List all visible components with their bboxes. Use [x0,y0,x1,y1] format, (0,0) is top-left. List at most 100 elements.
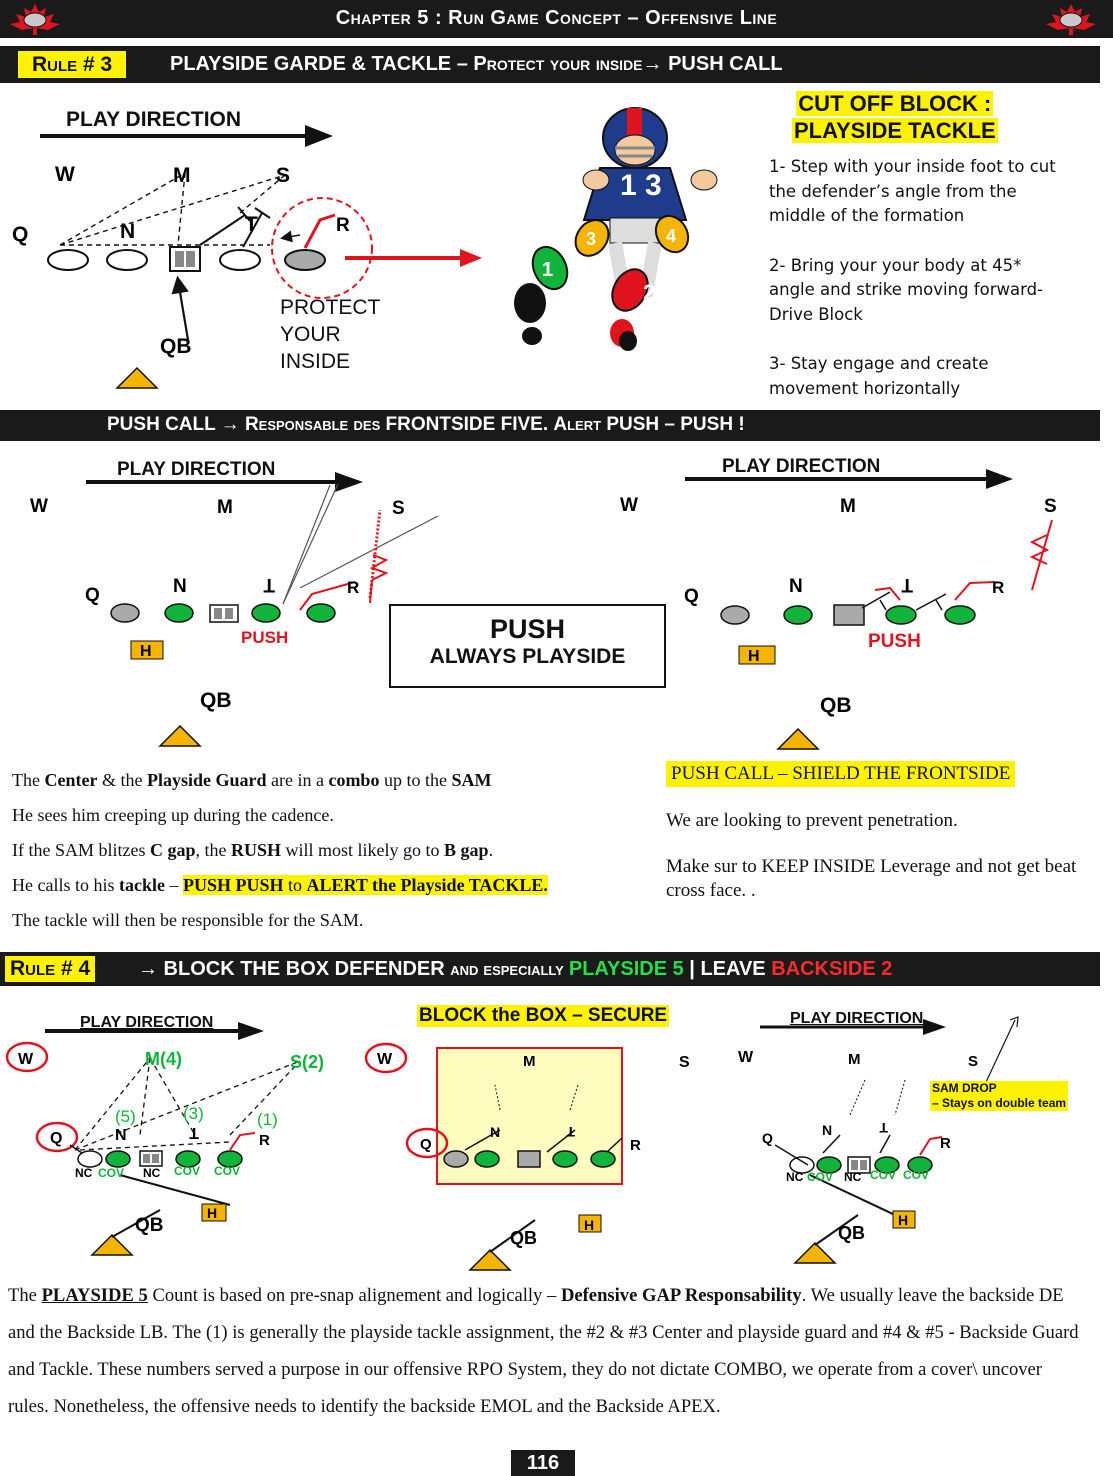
play-direction-label-left: PLAY DIRECTION [117,459,276,480]
svg-text:T: T [901,574,913,595]
svg-text:H: H [748,648,760,665]
svg-text:(3): (3) [183,1104,204,1123]
play-direction-label-r4-right: PLAY DIRECTION [790,1010,924,1027]
push-diagram-left: W M S Q N T R H PUSH QB [30,472,439,747]
svg-text:QB: QB [510,1228,537,1248]
svg-text:T: T [189,1124,199,1141]
rule4-tag: Rule # 4 [5,956,96,982]
svg-text:S: S [968,1053,978,1070]
svg-text:R: R [992,578,1004,597]
svg-text:R: R [347,578,359,597]
svg-text:(5): (5) [115,1107,136,1126]
push-diagram-right: W M S Q N T R H PUSH QB [620,469,1057,750]
svg-text:M: M [840,496,856,517]
svg-text:W: W [55,163,75,186]
rule4-diagram-middle: W M Q N T R H QB S [364,1042,690,1271]
rule4-bar: Rule # 4 → BLOCK THE BOX DEFENDER and es… [0,952,1100,986]
page-number: 116 [511,1450,575,1476]
svg-text:M: M [173,164,191,187]
svg-text:PUSH: PUSH [241,628,288,647]
svg-text:S: S [1044,496,1057,517]
svg-text:Q: Q [684,586,699,607]
svg-text:(1): (1) [257,1110,278,1129]
cutoff-block-title: CUT OFF BLOCK : PLAYSIDE TACKLE [792,91,998,143]
svg-text:NC: NC [143,1166,161,1180]
svg-text:Q: Q [420,1136,432,1153]
lineman-cartoon-icon: 1 3 1 2 3 4 [514,107,718,351]
svg-text:T: T [245,213,258,236]
ol-right-guard [219,249,261,271]
ol-left-guard [106,249,148,271]
svg-text:R: R [940,1135,951,1152]
svg-text:M: M [217,497,233,518]
svg-text:N: N [115,1127,127,1144]
svg-text:Q: Q [85,585,100,606]
shield-frontside-title: PUSH CALL – SHIELD THE FRONTSIDE [666,761,1016,787]
svg-text:R: R [336,215,350,236]
svg-text:3: 3 [586,229,596,249]
ol-center [169,246,201,272]
sam-drop-note: SAM DROP – Stays on double team [930,1081,1069,1111]
rule3-tag: Rule # 3 [18,51,127,78]
svg-text:Q: Q [12,223,28,246]
svg-text:W: W [738,1049,754,1066]
push-explanation-left: The Center & the Playside Guard are in a… [12,770,548,930]
playside5-paragraph: The PLAYSIDE 5 Count is based on pre-sna… [8,1285,1079,1417]
svg-text:M(4): M(4) [145,1049,182,1069]
svg-text:R: R [630,1137,641,1154]
chapter-header-bar: Chapter 5 : Run Game Concept – Offensive… [0,0,1113,38]
svg-text:T: T [879,1120,888,1136]
play-direction-label-right: PLAY DIRECTION [722,456,881,477]
svg-text:COV: COV [174,1164,200,1178]
svg-text:QB: QB [838,1223,865,1243]
svg-text:N: N [822,1122,832,1138]
protect-your-inside: PROTECT YOUR INSIDE [280,296,381,373]
svg-text:M: M [848,1051,861,1068]
ol-left-tackle [47,249,89,271]
svg-text:COV: COV [870,1168,896,1182]
svg-text:H: H [207,1205,217,1221]
svg-text:COV: COV [214,1164,240,1178]
play-direction-label: PLAY DIRECTION [66,108,242,131]
svg-text:1: 1 [542,259,553,281]
rule4-title: → BLOCK THE BOX DEFENDER and especially … [138,958,893,980]
svg-text:N: N [120,220,135,243]
svg-text:Q: Q [762,1130,773,1146]
rule3-diagram: W M S Q N T R QB [12,125,482,389]
svg-text:S(2): S(2) [290,1052,324,1072]
svg-text:COV: COV [98,1166,124,1180]
push-explanation-right: PUSH CALL – SHIELD THE FRONTSIDE We are … [666,761,1077,901]
svg-text:H: H [898,1212,908,1228]
push-always-playside-box: PUSH ALWAYS PLAYSIDE [389,604,666,688]
svg-text:S: S [276,164,290,187]
svg-text:N: N [490,1124,500,1140]
rule4-diagram-left: W M(4) S(2) Q (5) N (3) T (1) R NC COV N… [5,1022,324,1256]
svg-text:Q: Q [50,1130,62,1147]
instruction-3: 3- Stay engage and create movement horiz… [769,354,989,398]
svg-text:1 3: 1 3 [620,169,662,202]
cutoff-instructions: 1- Step with your inside foot to cut the… [769,155,1069,401]
svg-text:QB: QB [820,694,852,717]
push-call-bar: PUSH CALL → Responsable des FRONTSIDE FI… [0,410,1100,441]
svg-text:S: S [679,1054,690,1071]
svg-text:R: R [259,1132,270,1149]
svg-text:N: N [789,576,803,597]
instruction-2: 2- Bring your your body at 45* angle and… [769,255,1044,324]
rule3-title: PLAYSIDE GARDE & TACKLE – Protect your i… [170,53,783,75]
svg-text:COV: COV [807,1170,833,1184]
svg-text:2: 2 [643,280,655,305]
svg-text:W: W [620,495,638,516]
svg-text:NC: NC [844,1170,862,1184]
chapter-title: Chapter 5 : Run Game Concept – Offensive… [335,7,778,29]
play-direction-label-r4-left: PLAY DIRECTION [80,1014,214,1031]
svg-text:PUSH: PUSH [868,631,921,652]
svg-text:W: W [18,1051,34,1068]
rule3-bar: Rule # 3 PLAYSIDE GARDE & TACKLE – Prote… [0,46,1100,83]
svg-text:T: T [263,574,275,595]
block-the-box-header: BLOCK the BOX – SECURE [417,1005,670,1027]
svg-text:H: H [140,643,152,660]
svg-text:COV: COV [903,1168,929,1182]
svg-text:QB: QB [135,1215,164,1236]
svg-text:M: M [523,1053,536,1070]
maple-leaf-logo-right [1046,4,1096,35]
